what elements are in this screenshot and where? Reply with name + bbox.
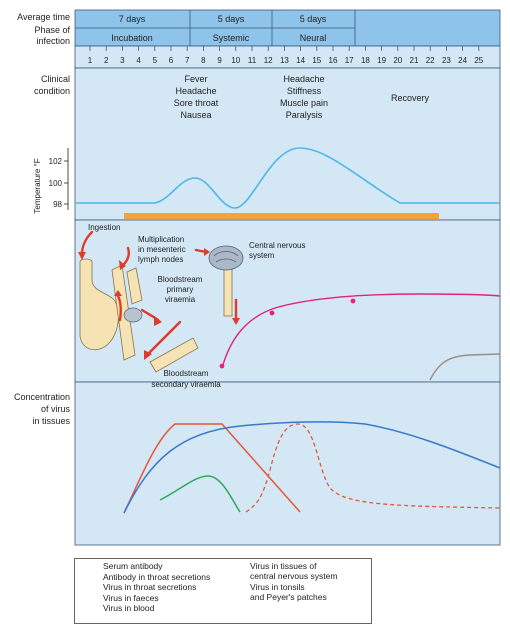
temperature-axis-label: Temperature °F	[33, 158, 42, 213]
day-tick-label: 5	[153, 56, 158, 65]
label-primary-1: Bloodstream	[158, 275, 203, 284]
legend-virus-cns-2: central nervous system	[250, 571, 338, 581]
legend-tonsils-2: and Peyer's patches	[250, 592, 327, 602]
serum-antibody-dot-2	[269, 310, 275, 316]
temp-tick-100: 100	[49, 179, 63, 188]
day-tick-label: 2	[104, 56, 109, 65]
phase-neural: Neural	[300, 33, 327, 43]
label-multiplication-1: Multiplication	[138, 235, 184, 244]
day-tick-label: 9	[217, 56, 222, 65]
virus-blood-curve	[159, 475, 241, 513]
day-tick-label: 16	[329, 56, 338, 65]
legend-tonsils-1: Virus in tonsils	[250, 582, 305, 592]
day-tick-label: 12	[264, 56, 273, 65]
duration-systemic: 5 days	[218, 14, 245, 24]
label-multiplication-3: lymph nodes	[138, 255, 183, 264]
day-tick-label: 14	[296, 56, 305, 65]
day-tick-label: 13	[280, 56, 289, 65]
day-tick-label: 1	[88, 56, 93, 65]
legend-virus-blood: Virus in blood	[103, 603, 155, 613]
serum-antibody-curve	[221, 293, 501, 369]
day-tick-label: 17	[345, 56, 354, 65]
label-secondary-1: Bloodstream	[164, 369, 209, 378]
symptom-paralysis: Paralysis	[286, 110, 323, 120]
legend-box: Serum antibody Antibody in throat secret…	[74, 558, 372, 624]
serum-antibody-dot-3	[350, 298, 356, 304]
day-tick-label: 8	[201, 56, 206, 65]
day-tick-label: 18	[361, 56, 370, 65]
symptom-muscle-pain: Muscle pain	[280, 98, 328, 108]
tonsil-virus-bar	[124, 213, 439, 219]
phase-incubation: Incubation	[111, 33, 153, 43]
day-tick-label: 25	[474, 56, 483, 65]
symptom-sore-throat: Sore throat	[174, 98, 219, 108]
temp-tick-102: 102	[49, 157, 63, 166]
day-tick-label: 7	[185, 56, 190, 65]
label-secondary-2: secondary viraemia	[151, 380, 221, 389]
phase-label-line1: Phase of	[34, 25, 70, 35]
symptom-fever: Fever	[184, 74, 207, 84]
label-cns-2: system	[249, 251, 275, 260]
day-tick-label: 21	[410, 56, 419, 65]
day-tick-label: 22	[426, 56, 435, 65]
symptom-nausea: Nausea	[180, 110, 211, 120]
label-multiplication-2: in mesenteric	[138, 245, 186, 254]
symptom-headache: Headache	[175, 86, 216, 96]
temp-tick-98: 98	[53, 200, 62, 209]
day-tick-label: 24	[458, 56, 467, 65]
concentration-label-2: of virus	[41, 404, 71, 414]
duration-neural: 5 days	[300, 14, 327, 24]
legend-throat-antibody: Antibody in throat secretions	[103, 572, 211, 582]
label-cns-1: Central nervous	[249, 241, 305, 250]
label-ingestion: Ingestion	[88, 223, 120, 232]
symptom-neural-headache: Headache	[283, 74, 324, 84]
recovery-label: Recovery	[391, 93, 430, 103]
duration-incubation: 7 days	[119, 14, 146, 24]
day-tick-label: 10	[231, 56, 240, 65]
gut-illustration	[79, 258, 233, 373]
day-tick-label: 23	[442, 56, 451, 65]
concentration-panel	[74, 381, 501, 546]
label-primary-3: viraemia	[165, 295, 196, 304]
symptom-stiffness: Stiffness	[287, 86, 322, 96]
virus-faeces-curve	[123, 421, 501, 514]
clinical-label-line1: Clinical	[41, 74, 70, 84]
virus-cns-curve	[245, 423, 501, 513]
legend-serum-antibody: Serum antibody	[103, 561, 163, 571]
label-primary-2: primary	[167, 285, 194, 294]
pathway-arrowheads	[78, 248, 240, 360]
legend-virus-throat: Virus in throat secretions	[103, 582, 197, 592]
day-tick-label: 3	[120, 56, 125, 65]
lymph-node-illustration	[123, 307, 143, 323]
clinical-panel	[74, 67, 501, 221]
phase-systemic: Systemic	[213, 33, 250, 43]
concentration-label-3: in tissues	[32, 416, 70, 426]
legend-virus-faeces: Virus in faeces	[103, 593, 159, 603]
day-tick-label: 15	[312, 56, 321, 65]
phase-label-line2: infection	[36, 36, 70, 46]
clinical-label-line2: condition	[34, 86, 70, 96]
day-tick-label: 6	[169, 56, 174, 65]
legend-virus-cns-1: Virus in tissues of	[250, 561, 317, 571]
throat-antibody-curve	[429, 353, 501, 381]
day-tick-label: 19	[377, 56, 386, 65]
temperature-curve	[76, 147, 500, 209]
day-tick-label: 11	[248, 56, 257, 65]
concentration-label-1: Concentration	[14, 392, 70, 402]
day-tick-label: 4	[136, 56, 141, 65]
day-tick-label: 20	[393, 56, 402, 65]
serum-antibody-dot-1	[219, 363, 225, 369]
brain-illustration	[208, 245, 244, 271]
average-time-label: Average time	[17, 12, 70, 22]
